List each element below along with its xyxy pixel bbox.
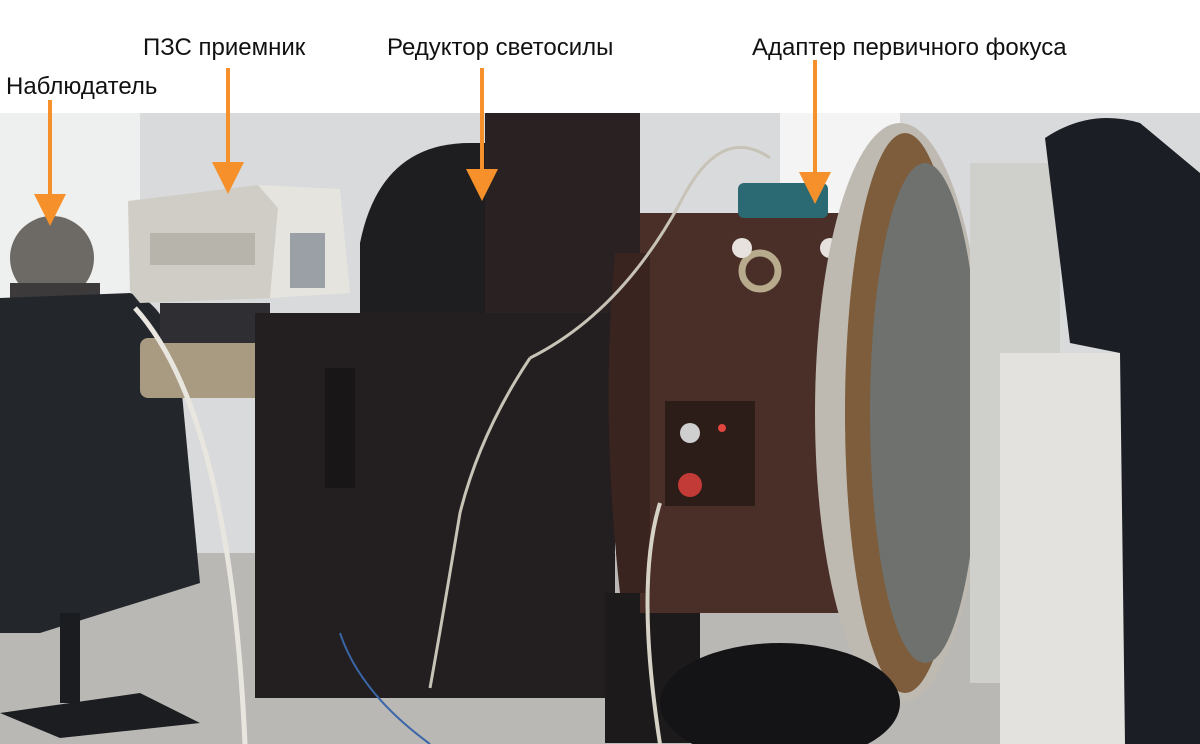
connector-panel xyxy=(665,401,755,506)
connector-db xyxy=(680,423,700,443)
grey-cable-1 xyxy=(428,357,532,689)
mount-base xyxy=(660,643,900,744)
white-cable xyxy=(133,306,248,744)
chair-base xyxy=(0,693,200,738)
adapter-hole-1 xyxy=(732,238,752,258)
focal-reducer-label: Редуктор светосилы xyxy=(387,34,614,61)
prime-focus-adapter-label: Адаптер первичного фокуса xyxy=(752,34,1067,61)
adapter-ring-left xyxy=(608,253,650,593)
observer-label: Наблюдатель xyxy=(6,73,158,100)
optical-tube xyxy=(140,338,270,398)
mount-fork xyxy=(1000,353,1125,744)
telescope-photo xyxy=(0,113,1200,744)
grey-cable-2 xyxy=(529,145,771,360)
blue-wire xyxy=(339,632,431,744)
connector-round xyxy=(678,473,702,497)
reducer-slot xyxy=(325,368,355,488)
ccd-receiver-label: ПЗС приемник xyxy=(143,34,306,61)
indicator-led xyxy=(718,424,726,432)
reducer-panel xyxy=(255,313,615,698)
tube-mount xyxy=(160,303,270,343)
grey-cable-3 xyxy=(645,502,662,744)
jacket xyxy=(1045,118,1200,744)
lifting-eye xyxy=(738,249,782,293)
observer-head xyxy=(10,216,94,300)
blue-filter-unit xyxy=(738,183,828,218)
ccd-panel xyxy=(150,233,255,265)
rotator-flange xyxy=(870,163,980,663)
ccd-heatsink xyxy=(290,233,325,288)
chair-stem xyxy=(60,613,80,703)
reducer-cowl xyxy=(360,143,500,313)
